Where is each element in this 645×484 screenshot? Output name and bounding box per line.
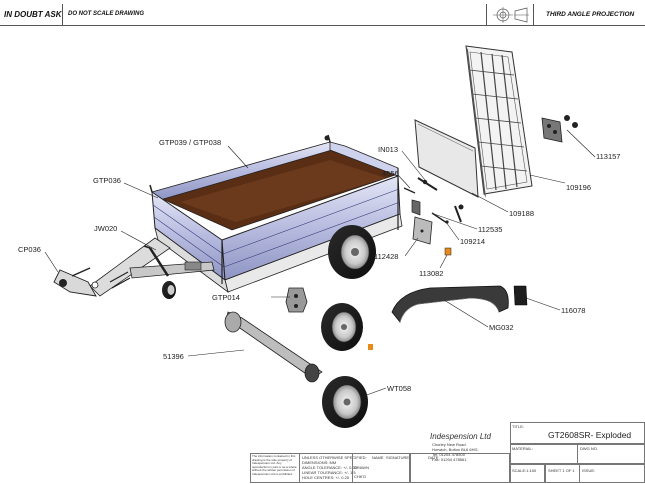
rear-reflector — [513, 285, 528, 306]
wheel-upper — [321, 303, 373, 351]
floor-panel — [414, 119, 479, 198]
copyright-notice: The information contained in this drawin… — [252, 454, 297, 476]
company-address: Horwich, Bolton BL6 6HG. — [432, 447, 479, 452]
wheel-wt058 — [322, 376, 368, 428]
ramp-tailgate — [465, 45, 533, 198]
scale-label: SCALE:1:100 — [512, 468, 537, 473]
company-fax: Fax: 01204 478561 — [432, 457, 467, 462]
tolerance-line: ANGLE TOLERANCE: +/- 0.25 — [302, 465, 357, 470]
side-reflector — [368, 344, 373, 350]
drawing-number-label: DWG NO. — [580, 446, 598, 451]
material-cell — [510, 444, 578, 464]
company-phone: Tel: 01204 478500 — [432, 452, 465, 457]
notice-box — [250, 453, 300, 483]
lamp-bracket — [541, 115, 578, 143]
callout-label: 4556 — [382, 169, 399, 178]
tolerance-line: UNLESS OTHERWISE SPECIFIED: — [302, 455, 367, 460]
in-doubt-ask-note: IN DOUBT ASK — [4, 10, 62, 19]
date-column: DATE — [428, 455, 439, 460]
leader-lines — [44, 129, 596, 397]
jockey-wheel — [143, 245, 176, 299]
company-name: Indespension Ltd — [430, 432, 491, 441]
amber-reflector — [444, 247, 452, 256]
header-border — [0, 25, 645, 26]
callout-label: CP036 — [18, 245, 41, 254]
callout-label: GTP014 — [212, 293, 240, 302]
callout-label: 112535 — [478, 225, 502, 234]
signature-column: SIGNATURE — [386, 455, 410, 460]
callout-labels: GTP039 / GTP038 GTP036 JW020 CP036 IN013… — [18, 138, 620, 393]
callout-label: MG032 — [489, 323, 514, 332]
company-box — [410, 453, 510, 483]
callout-label: 109188 — [509, 209, 534, 218]
third-angle-projection-icon — [493, 7, 529, 23]
corner-bracket — [412, 216, 433, 245]
callout-label: 113082 — [419, 269, 443, 278]
handle-pin — [403, 177, 438, 194]
callout-label: 109214 — [460, 237, 485, 246]
checked-label: CHK'D — [354, 474, 367, 479]
tolerance-line: HOLE CENTRES: +/- 0.25 — [302, 475, 350, 480]
mudguard — [391, 285, 509, 323]
callout-label: WT058 — [387, 384, 411, 393]
scale-cell — [510, 464, 545, 483]
trailer-body — [149, 134, 403, 293]
callout-label: 116078 — [561, 306, 585, 315]
material-label: MATERIAL: — [512, 446, 533, 451]
third-angle-projection-note: THIRD ANGLE PROJECTION — [546, 11, 635, 18]
header-divider — [62, 4, 63, 25]
callout-label: 112428 — [374, 252, 398, 261]
title-label: TITLE: — [512, 424, 525, 429]
header-divider — [486, 4, 487, 25]
callout-label: 109196 — [566, 183, 591, 192]
tolerance-line: DIMENSIONS: MM — [302, 460, 337, 465]
issue-label: ISSUE: — [582, 468, 596, 473]
callout-label: 51396 — [163, 352, 184, 361]
sheet-label: SHEET 1 OF 1 — [548, 468, 575, 473]
body-wheel — [328, 225, 376, 279]
drawing-header: IN DOUBT ASK DO NOT SCALE DRAWING THIRD … — [0, 0, 645, 26]
latch-parts — [411, 199, 464, 224]
callout-label: 113157 — [596, 152, 620, 161]
header-divider — [533, 4, 534, 25]
callout-label: GTP036 — [93, 176, 121, 185]
drawn-label: DRAWN — [354, 465, 369, 470]
axle-bracket — [285, 287, 308, 313]
sheet-cell — [545, 464, 580, 483]
signoff-box — [352, 453, 410, 483]
axle — [224, 311, 323, 383]
coupling-head — [53, 267, 131, 297]
name-column: NAME — [372, 455, 384, 460]
callout-label: GTP039 / GTP038 — [159, 138, 221, 147]
company-address: Chorley New Road — [432, 442, 466, 447]
callout-label: JW020 — [94, 224, 117, 233]
do-not-scale-note: DO NOT SCALE DRAWING — [68, 11, 144, 17]
drawing-title: GT2608SR- Exploded — [548, 430, 632, 440]
callout-label: IN013 — [378, 145, 398, 154]
tolerance-line: LINEAR TOLERANCE: +/- 1.5 — [302, 470, 356, 475]
